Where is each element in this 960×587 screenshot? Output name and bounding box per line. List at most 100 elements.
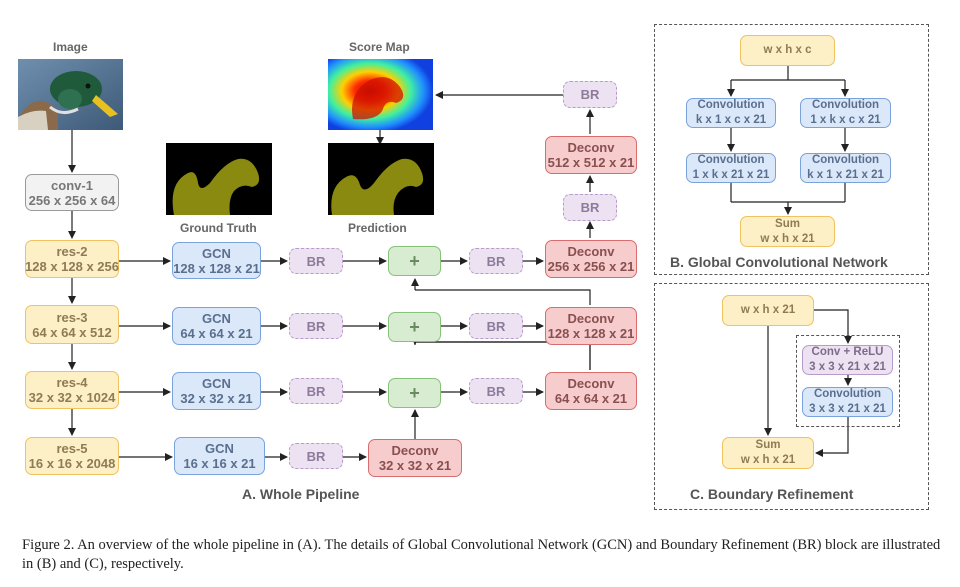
deconv-box-256: Deconv 256 x 256 x 21 bbox=[545, 240, 637, 278]
br-box-gcn5: BR bbox=[289, 443, 343, 469]
gcn-block-panel bbox=[654, 24, 929, 275]
gcn-box-res5: GCN 16 x 16 x 21 bbox=[174, 437, 265, 475]
br-label: BR bbox=[580, 200, 600, 215]
br-residual-group bbox=[796, 335, 900, 427]
deconv4-title: Deconv bbox=[567, 376, 615, 391]
deconv-box-512: Deconv 512 x 512 x 21 bbox=[545, 136, 637, 174]
br-label: BR bbox=[580, 87, 600, 102]
res5-dims: 16 x 16 x 2048 bbox=[28, 456, 116, 471]
prediction-image bbox=[328, 143, 434, 215]
gcn-conv-left-2: Convolution 1 x k x 21 x 21 bbox=[686, 153, 776, 183]
br-sum-dims: w x h x 21 bbox=[740, 454, 796, 466]
deconv4-dims: 64 x 64 x 21 bbox=[554, 391, 628, 406]
deconv3-dims: 128 x 128 x 21 bbox=[547, 326, 635, 341]
gcn5-dims: 16 x 16 x 21 bbox=[183, 456, 256, 471]
gcn-right2-title: Convolution bbox=[811, 154, 880, 166]
sum-node-2: + bbox=[388, 312, 441, 342]
br-box-sum1: BR bbox=[469, 248, 523, 274]
res4-title: res-4 bbox=[56, 375, 88, 390]
section-b-title: B. Global Convolutional Network bbox=[670, 254, 888, 270]
res2-dims: 128 x 128 x 256 bbox=[25, 259, 119, 274]
res3-title: res-3 bbox=[56, 309, 88, 325]
br-label: BR bbox=[306, 448, 326, 464]
res4-dims: 32 x 32 x 1024 bbox=[28, 390, 116, 405]
gcn2-dims: 128 x 128 x 21 bbox=[173, 260, 260, 276]
score-map-label: Score Map bbox=[349, 40, 410, 54]
gcn-right1-dims: 1 x k x c x 21 bbox=[810, 114, 881, 126]
gcn-left1-title: Convolution bbox=[697, 99, 765, 111]
deconv-box-64: Deconv 64 x 64 x 21 bbox=[545, 372, 637, 410]
gcn2-title: GCN bbox=[202, 245, 231, 261]
image-label: Image bbox=[53, 40, 88, 54]
gcn3-title: GCN bbox=[202, 311, 231, 326]
res2-title: res-2 bbox=[56, 244, 88, 259]
deconv-box-128: Deconv 128 x 128 x 21 bbox=[545, 307, 637, 345]
br-conv-dims: 3 x 3 x 21 x 21 bbox=[809, 403, 886, 415]
res2-box: res-2 128 x 128 x 256 bbox=[25, 240, 119, 278]
gcn5-title: GCN bbox=[205, 441, 234, 456]
ground-truth-label: Ground Truth bbox=[180, 221, 257, 235]
gcn-right2-dims: k x 1 x 21 x 21 bbox=[807, 169, 884, 181]
gcn-conv-right-2: Convolution k x 1 x 21 x 21 bbox=[800, 153, 891, 183]
conv1-box: conv-1 256 x 256 x 64 bbox=[25, 174, 119, 211]
conv1-title: conv-1 bbox=[51, 177, 93, 193]
br-box-top-lower: BR bbox=[563, 194, 617, 221]
br-conv-relu-title: Conv + ReLU bbox=[811, 346, 884, 358]
deconv5-title: Deconv bbox=[391, 443, 439, 458]
gcn4-dims: 32 x 32 x 21 bbox=[180, 391, 253, 406]
gcn-conv-right-1: Convolution 1 x k x c x 21 bbox=[800, 98, 891, 128]
score-map-image bbox=[328, 59, 433, 130]
br-label: BR bbox=[486, 383, 506, 399]
res5-title: res-5 bbox=[56, 441, 88, 456]
plus-label: + bbox=[409, 382, 420, 403]
sum-node-1: + bbox=[388, 246, 441, 276]
gcn-box-res4: GCN 32 x 32 x 21 bbox=[172, 372, 261, 410]
gcn-left2-dims: 1 x k x 21 x 21 bbox=[692, 169, 770, 181]
plus-label: + bbox=[409, 250, 420, 271]
gcn-input-box: w x h x c bbox=[740, 35, 835, 66]
br-label: BR bbox=[306, 318, 326, 334]
gcn-box-res2: GCN 128 x 128 x 21 bbox=[172, 242, 261, 279]
br-label: BR bbox=[306, 253, 326, 269]
br-conv-relu-box: Conv + ReLU 3 x 3 x 21 x 21 bbox=[802, 345, 893, 375]
gcn-left2-title: Convolution bbox=[697, 154, 765, 166]
gcn-sum-dims: w x h x 21 bbox=[760, 232, 815, 245]
deconv2-dims: 256 x 256 x 21 bbox=[547, 259, 635, 274]
deconv1-title: Deconv bbox=[567, 140, 615, 155]
br-sum-title: Sum bbox=[755, 439, 781, 451]
br-box-gcn2: BR bbox=[289, 248, 343, 274]
br-input-label: w x h x 21 bbox=[740, 304, 796, 316]
br-box-gcn3: BR bbox=[289, 313, 343, 339]
res3-box: res-3 64 x 64 x 512 bbox=[25, 305, 119, 344]
gcn-box-res3: GCN 64 x 64 x 21 bbox=[172, 307, 261, 345]
section-a-title: A. Whole Pipeline bbox=[242, 486, 360, 502]
res5-box: res-5 16 x 16 x 2048 bbox=[25, 437, 119, 475]
figure-caption: Figure 2. An overview of the whole pipel… bbox=[22, 537, 941, 572]
br-conv-relu-dims: 3 x 3 x 21 x 21 bbox=[809, 361, 886, 373]
gcn4-title: GCN bbox=[202, 376, 231, 391]
gcn-left1-dims: k x 1 x c x 21 bbox=[695, 114, 767, 126]
br-box-sum2: BR bbox=[469, 313, 523, 339]
deconv2-title: Deconv bbox=[567, 244, 615, 259]
deconv3-title: Deconv bbox=[567, 311, 615, 326]
br-box-gcn4: BR bbox=[289, 378, 343, 404]
gcn-sum-box: Sum w x h x 21 bbox=[740, 216, 835, 247]
conv1-dims: 256 x 256 x 64 bbox=[28, 192, 116, 208]
br-label: BR bbox=[486, 253, 506, 269]
br-conv-title: Convolution bbox=[813, 388, 882, 400]
sum-node-3: + bbox=[388, 378, 441, 408]
prediction-label: Prediction bbox=[348, 221, 407, 235]
section-c-title: C. Boundary Refinement bbox=[690, 486, 854, 502]
gcn3-dims: 64 x 64 x 21 bbox=[180, 326, 253, 341]
br-input-box: w x h x 21 bbox=[722, 295, 814, 326]
br-sum-box: Sum w x h x 21 bbox=[722, 437, 814, 469]
res3-dims: 64 x 64 x 512 bbox=[32, 324, 112, 340]
br-label: BR bbox=[306, 383, 326, 399]
gcn-conv-left-1: Convolution k x 1 x c x 21 bbox=[686, 98, 776, 128]
br-box-top-upper: BR bbox=[563, 81, 617, 108]
deconv5-dims: 32 x 32 x 21 bbox=[378, 458, 452, 473]
br-conv-box: Convolution 3 x 3 x 21 x 21 bbox=[802, 387, 893, 417]
br-box-sum3: BR bbox=[469, 378, 523, 404]
